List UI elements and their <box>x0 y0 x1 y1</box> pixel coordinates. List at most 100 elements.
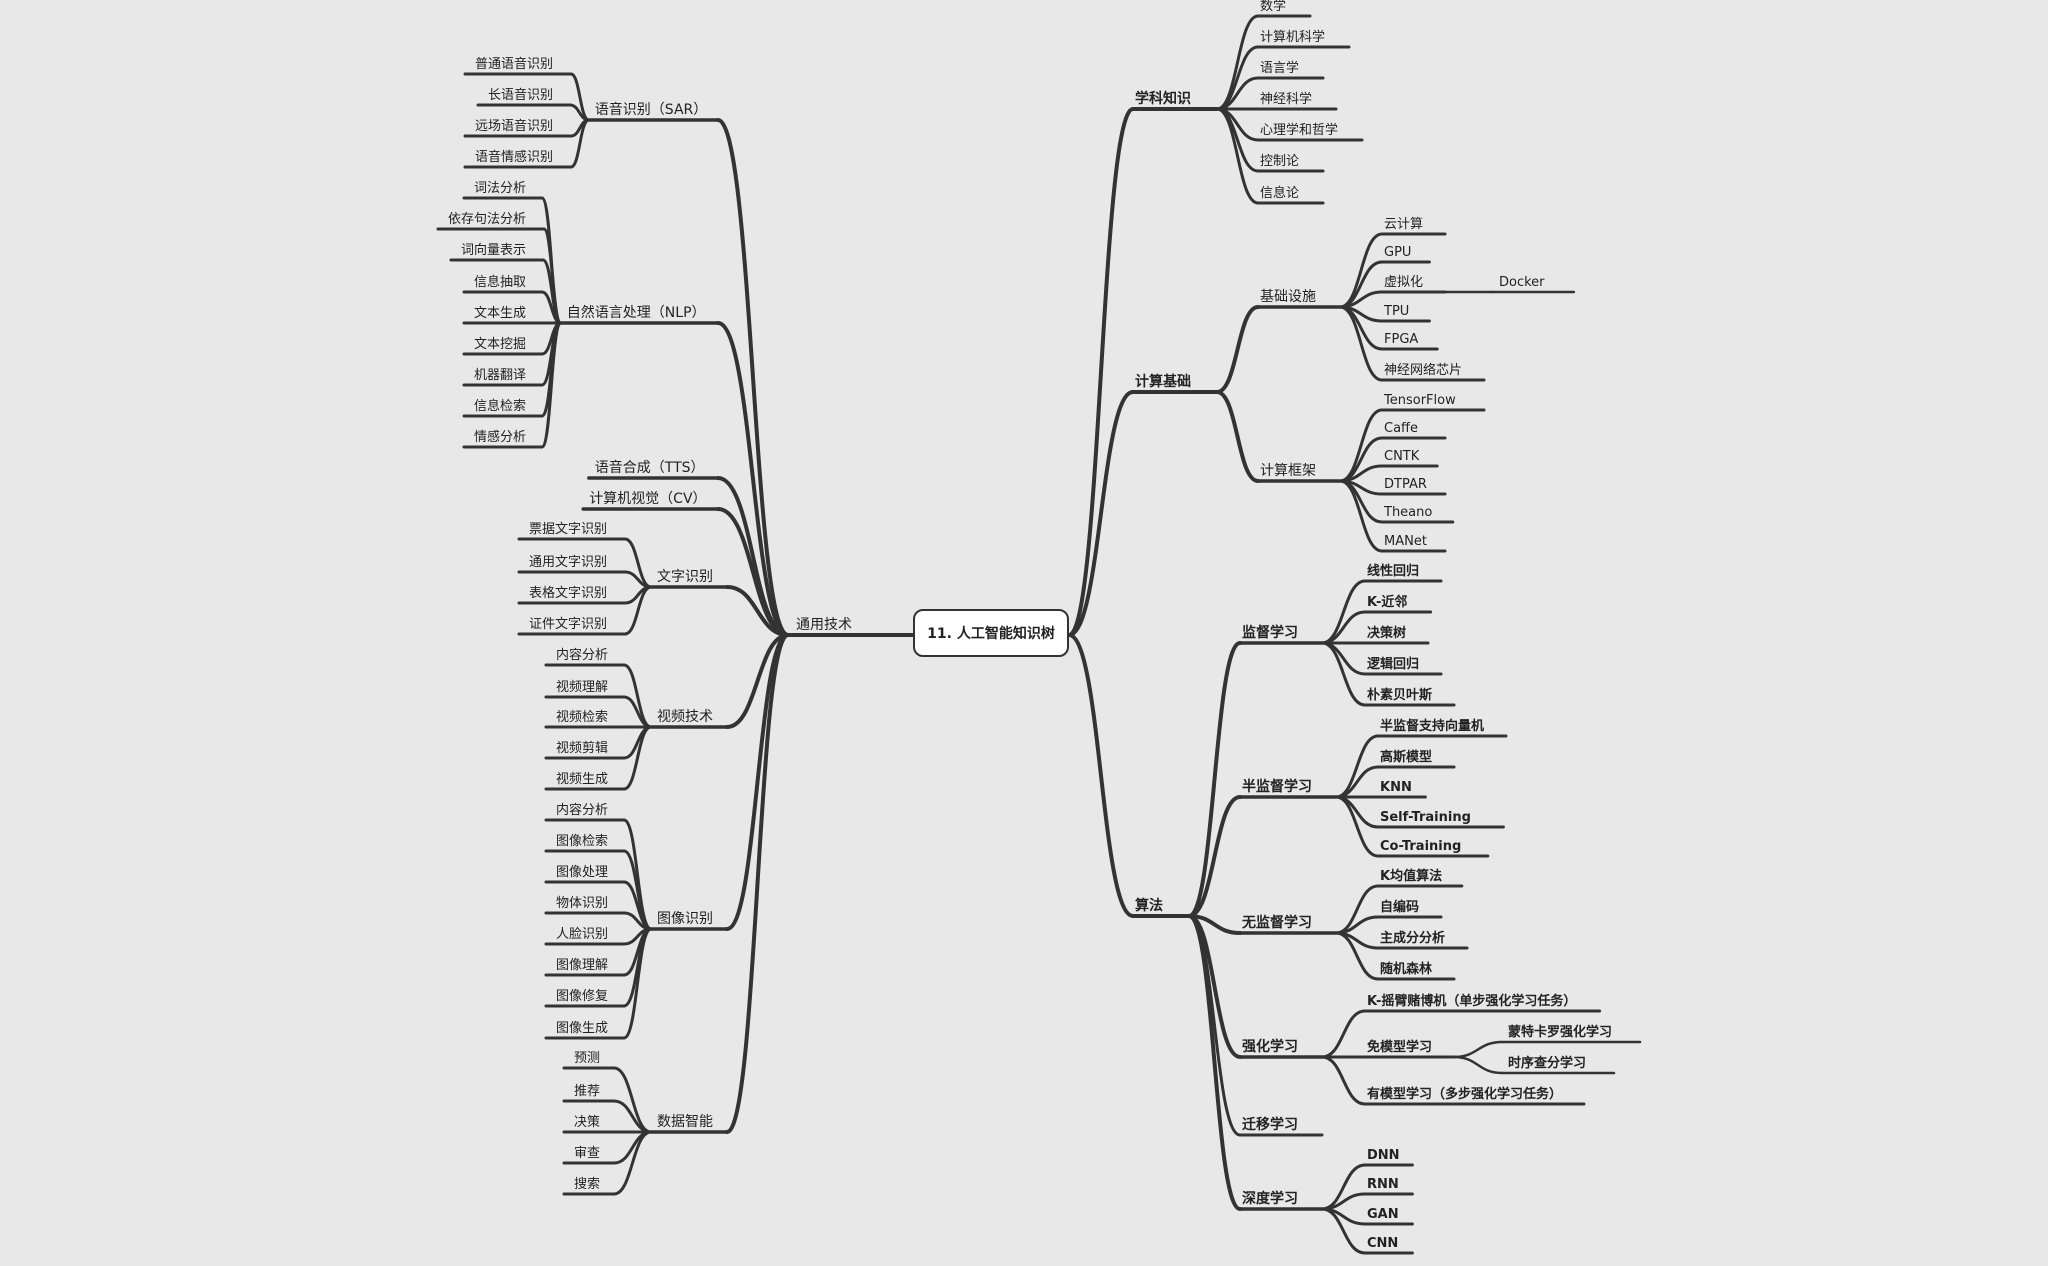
node-leaf[interactable]: 通用文字识别 <box>529 555 607 570</box>
node-level2[interactable]: 语音合成（TTS） <box>595 459 705 476</box>
node-leaf[interactable]: 普通语音识别 <box>475 56 553 72</box>
node-leaf[interactable]: 语音情感识别 <box>475 149 553 165</box>
node-level2[interactable]: 计算机视觉（CV） <box>589 491 706 507</box>
node-leaf[interactable]: 图像检索 <box>556 834 608 849</box>
node-level3[interactable]: 自编码 <box>1380 899 1419 915</box>
node-level2[interactable]: 数据智能 <box>657 1114 713 1130</box>
node-leaf[interactable]: 信息抽取 <box>474 274 526 290</box>
node-leaf[interactable]: 图像理解 <box>556 958 608 973</box>
node-level2[interactable]: 心理学和哲学 <box>1260 122 1338 138</box>
node-level3[interactable]: RNN <box>1367 1177 1399 1192</box>
node-level3[interactable]: K-近邻 <box>1367 594 1407 610</box>
node-level3[interactable]: 线性回归 <box>1367 563 1419 579</box>
node-level2[interactable]: 强化学习 <box>1242 1038 1298 1055</box>
node-level2[interactable]: 控制论 <box>1260 154 1299 169</box>
node-leaf[interactable]: 词法分析 <box>474 181 526 196</box>
node-level3[interactable]: Self-Training <box>1380 810 1471 825</box>
node-level2[interactable]: 计算框架 <box>1260 463 1316 479</box>
node-level3[interactable]: 云计算 <box>1384 217 1423 232</box>
node-leaf[interactable]: 物体识别 <box>556 896 608 911</box>
node-leaf[interactable]: 图像生成 <box>556 1021 608 1036</box>
node-level3[interactable]: K均值算法 <box>1380 868 1442 884</box>
node-leaf[interactable]: 文本生成 <box>474 306 526 321</box>
node-level3[interactable]: TPU <box>1383 304 1409 319</box>
node-level3[interactable]: 半监督支持向量机 <box>1380 718 1484 734</box>
node-level2[interactable]: 无监督学习 <box>1241 914 1312 931</box>
node-level3[interactable]: TensorFlow <box>1383 393 1456 408</box>
node-leaf[interactable]: 决策 <box>574 1114 600 1130</box>
node-level3[interactable]: Co-Training <box>1380 839 1461 854</box>
node-leaf[interactable]: 证件文字识别 <box>529 617 607 632</box>
node-level2[interactable]: 神经科学 <box>1260 91 1312 107</box>
node-level3[interactable]: GAN <box>1367 1207 1399 1222</box>
node-level3[interactable]: DNN <box>1367 1148 1400 1163</box>
node-level2[interactable]: 迁移学习 <box>1242 1116 1298 1133</box>
node-level2[interactable]: 半监督学习 <box>1242 778 1312 795</box>
node-level3[interactable]: 朴素贝叶斯 <box>1367 687 1432 703</box>
node-level3[interactable]: CNN <box>1367 1236 1398 1251</box>
node-level2[interactable]: 深度学习 <box>1242 1190 1298 1207</box>
node-leaf[interactable]: 视频剪辑 <box>556 740 608 756</box>
node-leaf[interactable]: 表格文字识别 <box>529 585 607 601</box>
node-level3[interactable]: 免模型学习 <box>1367 1039 1432 1055</box>
node-leaf[interactable]: 机器翻译 <box>474 368 526 383</box>
node-level3[interactable]: K-摇臂赌博机（单步强化学习任务） <box>1367 993 1576 1009</box>
node-level3[interactable]: Theano <box>1383 505 1432 520</box>
node-leaf[interactable]: 推荐 <box>574 1084 600 1099</box>
node-leaf[interactable]: 预测 <box>574 1051 600 1066</box>
node-level4[interactable]: 时序查分学习 <box>1508 1055 1586 1071</box>
node-leaf[interactable]: 图像处理 <box>556 865 608 880</box>
node-level3[interactable]: 虚拟化 <box>1384 275 1423 290</box>
node-leaf[interactable]: 视频理解 <box>556 680 608 695</box>
branch-connector <box>1215 305 1260 394</box>
node-leaf[interactable]: 人脸识别 <box>556 927 608 942</box>
node-leaf[interactable]: 文本挖掘 <box>474 337 526 352</box>
node-level2[interactable]: 计算机科学 <box>1260 29 1325 45</box>
node-level2[interactable]: 图像识别 <box>657 911 713 927</box>
node-level1[interactable]: 计算基础 <box>1135 373 1191 390</box>
node-level4[interactable]: 蒙特卡罗强化学习 <box>1508 1024 1612 1040</box>
node-leaf[interactable]: 视频生成 <box>556 772 608 787</box>
node-level1[interactable]: 算法 <box>1135 897 1163 914</box>
node-level3[interactable]: 神经网络芯片 <box>1384 362 1462 378</box>
node-leaf[interactable]: 情感分析 <box>474 429 526 445</box>
node-level2[interactable]: 监督学习 <box>1242 624 1298 641</box>
node-level3[interactable]: DTPAR <box>1384 477 1427 492</box>
node-level3[interactable]: KNN <box>1380 780 1412 795</box>
node-leaf[interactable]: 图像修复 <box>556 989 608 1004</box>
node-level3[interactable]: 主成分分析 <box>1380 930 1445 946</box>
node-leaf[interactable]: 票据文字识别 <box>529 522 607 537</box>
node-level3[interactable]: 逻辑回归 <box>1367 656 1419 672</box>
node-level3[interactable]: FPGA <box>1384 332 1418 347</box>
node-leaf[interactable]: 依存句法分析 <box>448 212 526 227</box>
root-node[interactable]: 11. 人工智能知识树 <box>913 609 1069 657</box>
node-level2[interactable]: 视频技术 <box>657 709 713 725</box>
node-leaf[interactable]: 审查 <box>574 1146 600 1161</box>
node-level2[interactable]: 文字识别 <box>657 569 713 585</box>
node-leaf[interactable]: 内容分析 <box>556 802 608 818</box>
node-level2[interactable]: 信息论 <box>1260 185 1299 201</box>
node-leaf[interactable]: 搜索 <box>574 1177 600 1192</box>
node-level3[interactable]: 有模型学习（多步强化学习任务） <box>1367 1086 1562 1102</box>
node-level4[interactable]: Docker <box>1499 275 1545 290</box>
node-level3[interactable]: 决策树 <box>1367 625 1406 641</box>
node-leaf[interactable]: 视频检索 <box>556 710 608 725</box>
node-level3[interactable]: 随机森林 <box>1380 961 1432 977</box>
node-level2[interactable]: 基础设施 <box>1260 288 1316 305</box>
node-level2[interactable]: 语言学 <box>1260 60 1299 76</box>
node-level3[interactable]: 高斯模型 <box>1380 749 1432 765</box>
node-leaf[interactable]: 长语音识别 <box>488 87 553 103</box>
node-leaf[interactable]: 远场语音识别 <box>475 118 553 134</box>
node-level3[interactable]: Caffe <box>1384 421 1418 436</box>
node-level3[interactable]: MANet <box>1384 534 1427 549</box>
node-leaf[interactable]: 内容分析 <box>556 647 608 663</box>
node-level2[interactable]: 自然语言处理（NLP） <box>567 304 706 321</box>
node-level3[interactable]: CNTK <box>1384 449 1420 464</box>
node-level2[interactable]: 数学 <box>1260 0 1286 14</box>
node-level1[interactable]: 学科知识 <box>1135 90 1191 107</box>
node-level3[interactable]: GPU <box>1384 245 1411 260</box>
node-通用技术[interactable]: 通用技术 <box>796 617 852 633</box>
node-leaf[interactable]: 信息检索 <box>474 398 526 414</box>
node-level2[interactable]: 语音识别（SAR） <box>595 101 707 118</box>
node-leaf[interactable]: 词向量表示 <box>461 242 526 258</box>
